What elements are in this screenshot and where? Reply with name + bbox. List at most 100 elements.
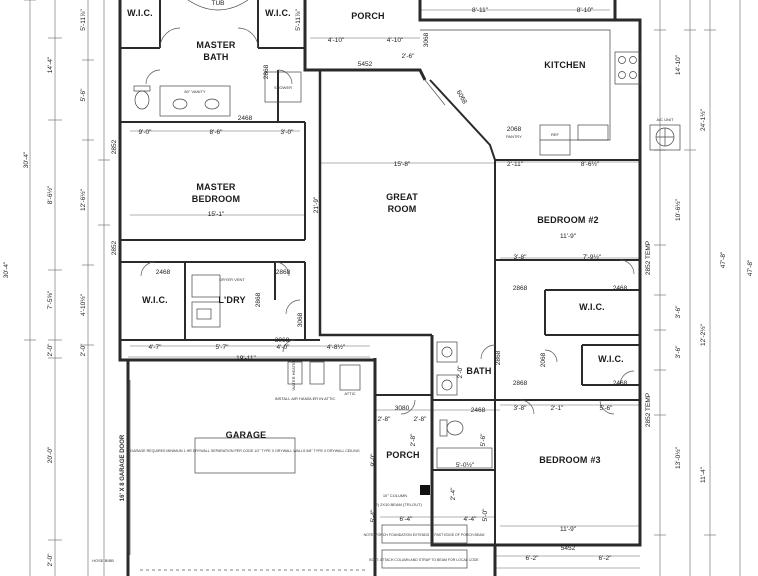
dim-label-right-11-4: 11'-4" — [700, 466, 707, 483]
left-dimensions: 5'-11⅞" 14'-4" 5'-6" 30'-4" 8'-6½" 12'-6… — [3, 9, 118, 567]
dim-label-d-6-2a: 6'-2" — [526, 555, 540, 562]
dim-label-right-2852-temp-b: 2852 TEMP — [645, 393, 652, 427]
beam-label: (2) 2X10 BEAM (TRI-OUT) — [374, 502, 422, 507]
room-labels: W.I.C. TUB W.I.C. PORCH MASTER BATH KITC… — [127, 0, 624, 465]
dim-label-d-21-9: 21'-9" — [313, 196, 320, 213]
dim-label-d-2468-mb: 2468 — [238, 115, 253, 122]
dim-label-d-2-8c: 2'-8" — [410, 433, 417, 447]
room-laundry: L'DRY — [218, 295, 245, 305]
dim-label-d-2-1: 2'-1" — [551, 405, 565, 412]
dim-label-d-2468-c: 2468 — [471, 407, 486, 414]
room-master-bedroom-1: MASTER — [196, 182, 235, 192]
dim-label-d-4-4: 4'-4" — [464, 516, 478, 523]
interior-walls — [120, 0, 640, 545]
dim-label-porch-2-4: 2'-4" — [450, 487, 457, 501]
dim-label-d-8-6: 8'-6" — [210, 129, 224, 136]
hose-bibb-label: HOSE BIBB — [92, 558, 114, 563]
dim-label-d-8-10: 8'-10" — [577, 7, 594, 14]
dim-label-d-5-6: 5'-6" — [600, 405, 614, 412]
dim-label-d-4-0: 4'-0" — [277, 344, 291, 351]
dim-label-right-5-11: 5'-11⅞" — [295, 9, 302, 31]
dim-label-right-12-2: 12'-2½" — [699, 323, 707, 346]
refrigerator-label: REF — [551, 132, 560, 137]
dim-label-d-3080: 3080 — [395, 405, 410, 412]
dim-label-right-3-6a: 3'-6" — [675, 305, 682, 319]
dim-label-d-2868-c: 2868 — [255, 292, 262, 307]
room-bath: BATH — [466, 366, 491, 376]
dim-label-d-2868-w: 2868 — [263, 64, 270, 79]
dim-label-left-30-4: 30'-4" — [23, 151, 30, 168]
dim-label-left-2852: 2852 — [111, 139, 118, 154]
dim-label-d-4-10b: 4'-10" — [387, 37, 404, 44]
dim-label-d-9-0: 9'-0" — [139, 129, 153, 136]
dim-label-d-2-8a: 2'-8" — [378, 416, 392, 423]
garage-door-note: 16' X 8 GARAGE DOOR — [120, 434, 126, 501]
dim-label-porch-9-0: 9'-0" — [370, 453, 377, 467]
room-wic-top-right: W.I.C. — [265, 8, 291, 18]
door-swings — [140, 27, 635, 415]
room-wic-top-left: W.I.C. — [127, 8, 153, 18]
dim-label-left-5-11: 5'-11⅞" — [80, 9, 87, 31]
room-master-bath-1: MASTER — [196, 40, 235, 50]
dim-label-d-8-6half: 8'-6½" — [581, 160, 600, 168]
dim-label-d-2068-bath: 2068 — [540, 352, 547, 367]
dim-label-right-24-1: 24'-1½" — [699, 108, 707, 131]
dim-label-left-2852b: 2852 — [111, 240, 118, 255]
water-heater-label: WATER HEATER — [291, 359, 296, 390]
dim-label-d-6-4: 6'-4" — [400, 516, 414, 523]
room-wic-laundry: W.I.C. — [142, 295, 168, 305]
dim-label-d-2468-a: 2468 — [156, 269, 171, 276]
dim-label-d-3068-a: 3068 — [275, 337, 290, 344]
dim-label-d-2868-d: 2868 — [495, 350, 502, 365]
right-dimensions: 5'-11⅞" 14'-10" 24'-1½" 10'-6½" 47'-8" 3… — [295, 9, 754, 483]
dim-label-d-5-0half: 5'-0½" — [456, 461, 475, 469]
dim-label-right-10-6: 10'-6½" — [674, 198, 682, 221]
dim-label-right-3-6b: 3'-6" — [675, 345, 682, 359]
dim-label-left-edge: 30'-4" — [3, 261, 10, 278]
dim-label-right-47-8: 47'-8" — [720, 251, 727, 268]
dim-label-d-15-8: 15'-8" — [394, 161, 411, 168]
dim-label-left-5-6: 5'-6" — [80, 88, 87, 102]
dim-label-d-4-8half: 4'-8½" — [327, 343, 346, 351]
dim-label-d-2468-d: 2468 — [613, 380, 628, 387]
attic-label: ATTIC — [344, 391, 355, 396]
vanity-label: 80" VANITY — [184, 89, 205, 94]
room-tub: TUB — [212, 0, 225, 7]
room-great-room-1: GREAT — [386, 192, 418, 202]
dim-label-right-edge: 47'-8" — [747, 259, 754, 276]
dim-label-d-3068-c: 3068 — [423, 32, 430, 47]
dim-label-d-3-8-b2: 3'-8" — [514, 254, 528, 261]
dim-label-porch-5-4: 5'-4" — [370, 509, 377, 523]
dim-label-d-15-1: 15'-1" — [208, 211, 225, 218]
fixtures — [127, 0, 681, 571]
dim-label-left-7-5: 7'-5⅝" — [47, 290, 54, 309]
dim-label-left-4-10: 4'-10½" — [79, 293, 87, 316]
dim-label-d-11-9-b3: 11'-9" — [560, 526, 577, 533]
dim-label-right-14-10: 14'-10" — [675, 54, 682, 75]
dim-label-d-5-7: 5'-7" — [216, 344, 230, 351]
dim-label-left-12-6: 12'-6½" — [79, 188, 87, 211]
room-bedroom-2: BEDROOM #2 — [537, 215, 599, 225]
dim-label-left-14-4: 14'-4" — [47, 56, 54, 73]
dim-label-left-2-0b: 2'-0" — [80, 343, 87, 357]
dim-label-d-2-6: 2'-6" — [402, 53, 416, 60]
porch-column-note: BOTT. ATTACH COLUMN AND STRAP TO BEAM FO… — [369, 558, 479, 562]
porch-foundation-note: NOTE: PORCH FOUNDATION EXTENDS 4" PAST E… — [364, 533, 485, 537]
dimension-labels: 8'-11" 8'-10" 4'-10" 4'-10" 2'-6" 5452 9… — [139, 7, 628, 562]
dim-label-d-3068-b: 3068 — [297, 312, 304, 327]
install-air-label: INSTALL AIR HANDLER IN ATTIC — [275, 396, 336, 401]
dim-label-left-20-0: 20'-0" — [47, 446, 54, 463]
dim-label-porch-5-0: 5'-0" — [482, 508, 489, 522]
dim-label-left-2-0c: 2'-0" — [47, 553, 54, 567]
dim-label-d-3-8-b3: 3'-8" — [514, 405, 528, 412]
ac-unit-label: A/C UNIT — [656, 117, 674, 122]
dim-label-d-2868-b: 2868 — [513, 285, 528, 292]
room-master-bedroom-2: BEDROOM — [192, 194, 240, 204]
dim-label-d-8-11: 8'-11" — [472, 7, 489, 14]
dim-label-d-19-11: 19'-11" — [236, 355, 256, 362]
dim-label-right-2852-temp-a: 2852 TEMP — [645, 241, 652, 275]
room-master-bath-2: BATH — [203, 52, 228, 62]
room-kitchen: KITCHEN — [544, 60, 585, 70]
shower-label: SHOWER — [274, 85, 292, 90]
